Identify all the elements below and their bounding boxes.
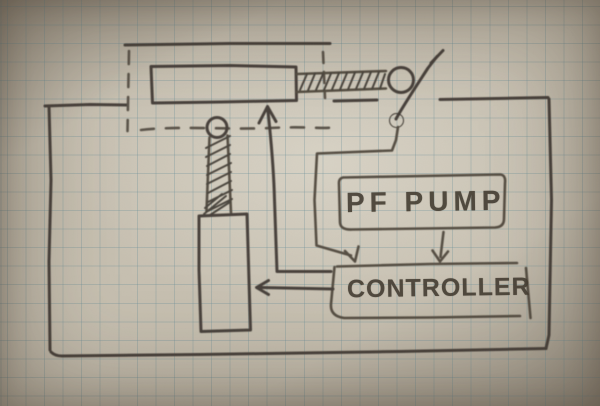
- horizontal-lead-screw: [295, 69, 388, 94]
- hand-lever: [389, 49, 445, 128]
- vertical-lead-screw: [203, 116, 233, 216]
- horizontal-cylinder: [149, 64, 298, 105]
- arrow-pump-to-controller: [431, 230, 450, 263]
- screw-eye-ring: [387, 66, 415, 94]
- vertical-cylinder: [197, 212, 252, 333]
- pump-label: PF PUMP: [345, 184, 506, 219]
- arrow-controller-to-cylinder: [255, 279, 335, 296]
- hidden-compartment-dashed-outline: [123, 42, 338, 133]
- controller-label: CONTROLLER: [346, 272, 531, 304]
